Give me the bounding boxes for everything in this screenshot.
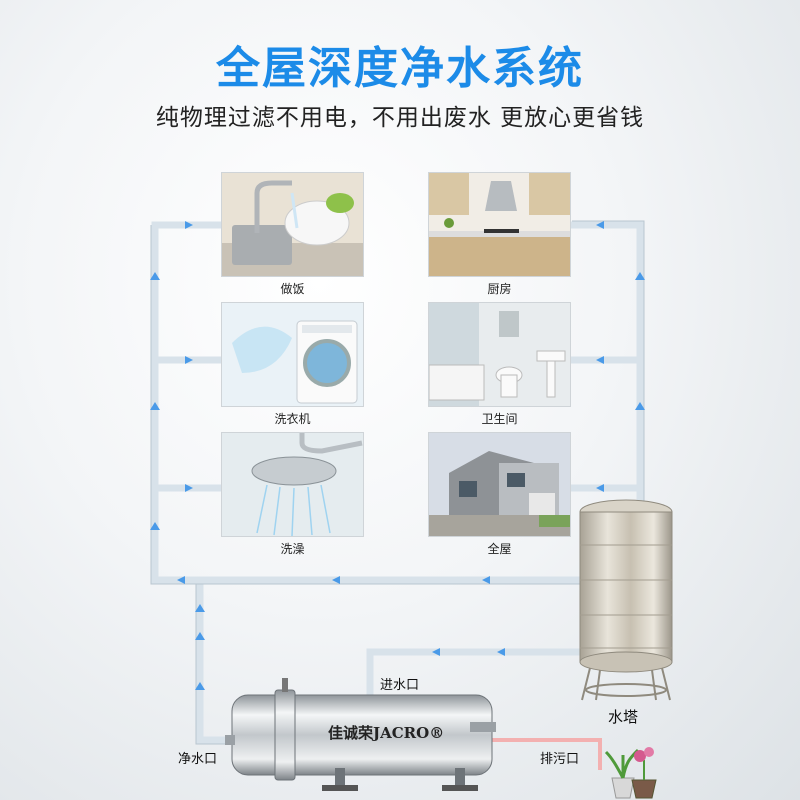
arrow-icon [150, 402, 160, 410]
water-pipes [151, 221, 644, 744]
arrow-icon [185, 356, 193, 364]
tank-label: 水塔 [608, 708, 639, 726]
flower-pot-icon [631, 747, 657, 799]
drain-label: 排污口 [540, 752, 580, 767]
kitchen-photo [428, 172, 571, 277]
drain-pipe [490, 738, 602, 770]
room-label-cooking: 做饭 [280, 282, 305, 296]
arrow-icon [195, 604, 205, 612]
arrow-icon [332, 576, 340, 584]
washing-machine-photo [221, 302, 364, 407]
room-label-kitchen: 厨房 [487, 282, 512, 296]
arrow-icon [596, 484, 604, 492]
water-tank [579, 499, 673, 701]
arrow-icon [497, 648, 505, 656]
filter-unit [225, 678, 496, 791]
arrow-icon [195, 682, 205, 690]
room-label-whole-house: 全屋 [487, 542, 512, 556]
outlet-label: 净水口 [178, 752, 218, 767]
arrow-icon [635, 402, 645, 410]
arrow-icon [432, 648, 440, 656]
arrow-icon [185, 221, 193, 229]
plant-icon [604, 748, 640, 799]
page-subtitle: 纯物理过滤不用电，不用出废水 更放心更省钱 [155, 105, 645, 131]
arrow-icon [150, 522, 160, 530]
filter-brand-label: 佳诚荣JACRO® [328, 724, 445, 742]
arrow-icon [177, 576, 185, 584]
page-title: 全屋深度净水系统 [216, 43, 584, 94]
arrow-icon [185, 484, 193, 492]
cooking-photo [221, 172, 364, 277]
arrow-icon [150, 272, 160, 280]
inlet-label: 进水口 [380, 678, 420, 693]
shower-photo [221, 432, 364, 537]
arrow-icon [635, 272, 645, 280]
arrow-icon [596, 356, 604, 364]
arrow-icon [482, 576, 490, 584]
bathroom-photo [428, 302, 571, 407]
arrow-icon [596, 221, 604, 229]
room-label-washing: 洗衣机 [274, 412, 311, 426]
room-label-bathroom: 卫生间 [481, 412, 518, 426]
arrow-icon [195, 632, 205, 640]
room-label-shower: 洗澡 [280, 542, 305, 556]
house-photo [428, 432, 571, 537]
